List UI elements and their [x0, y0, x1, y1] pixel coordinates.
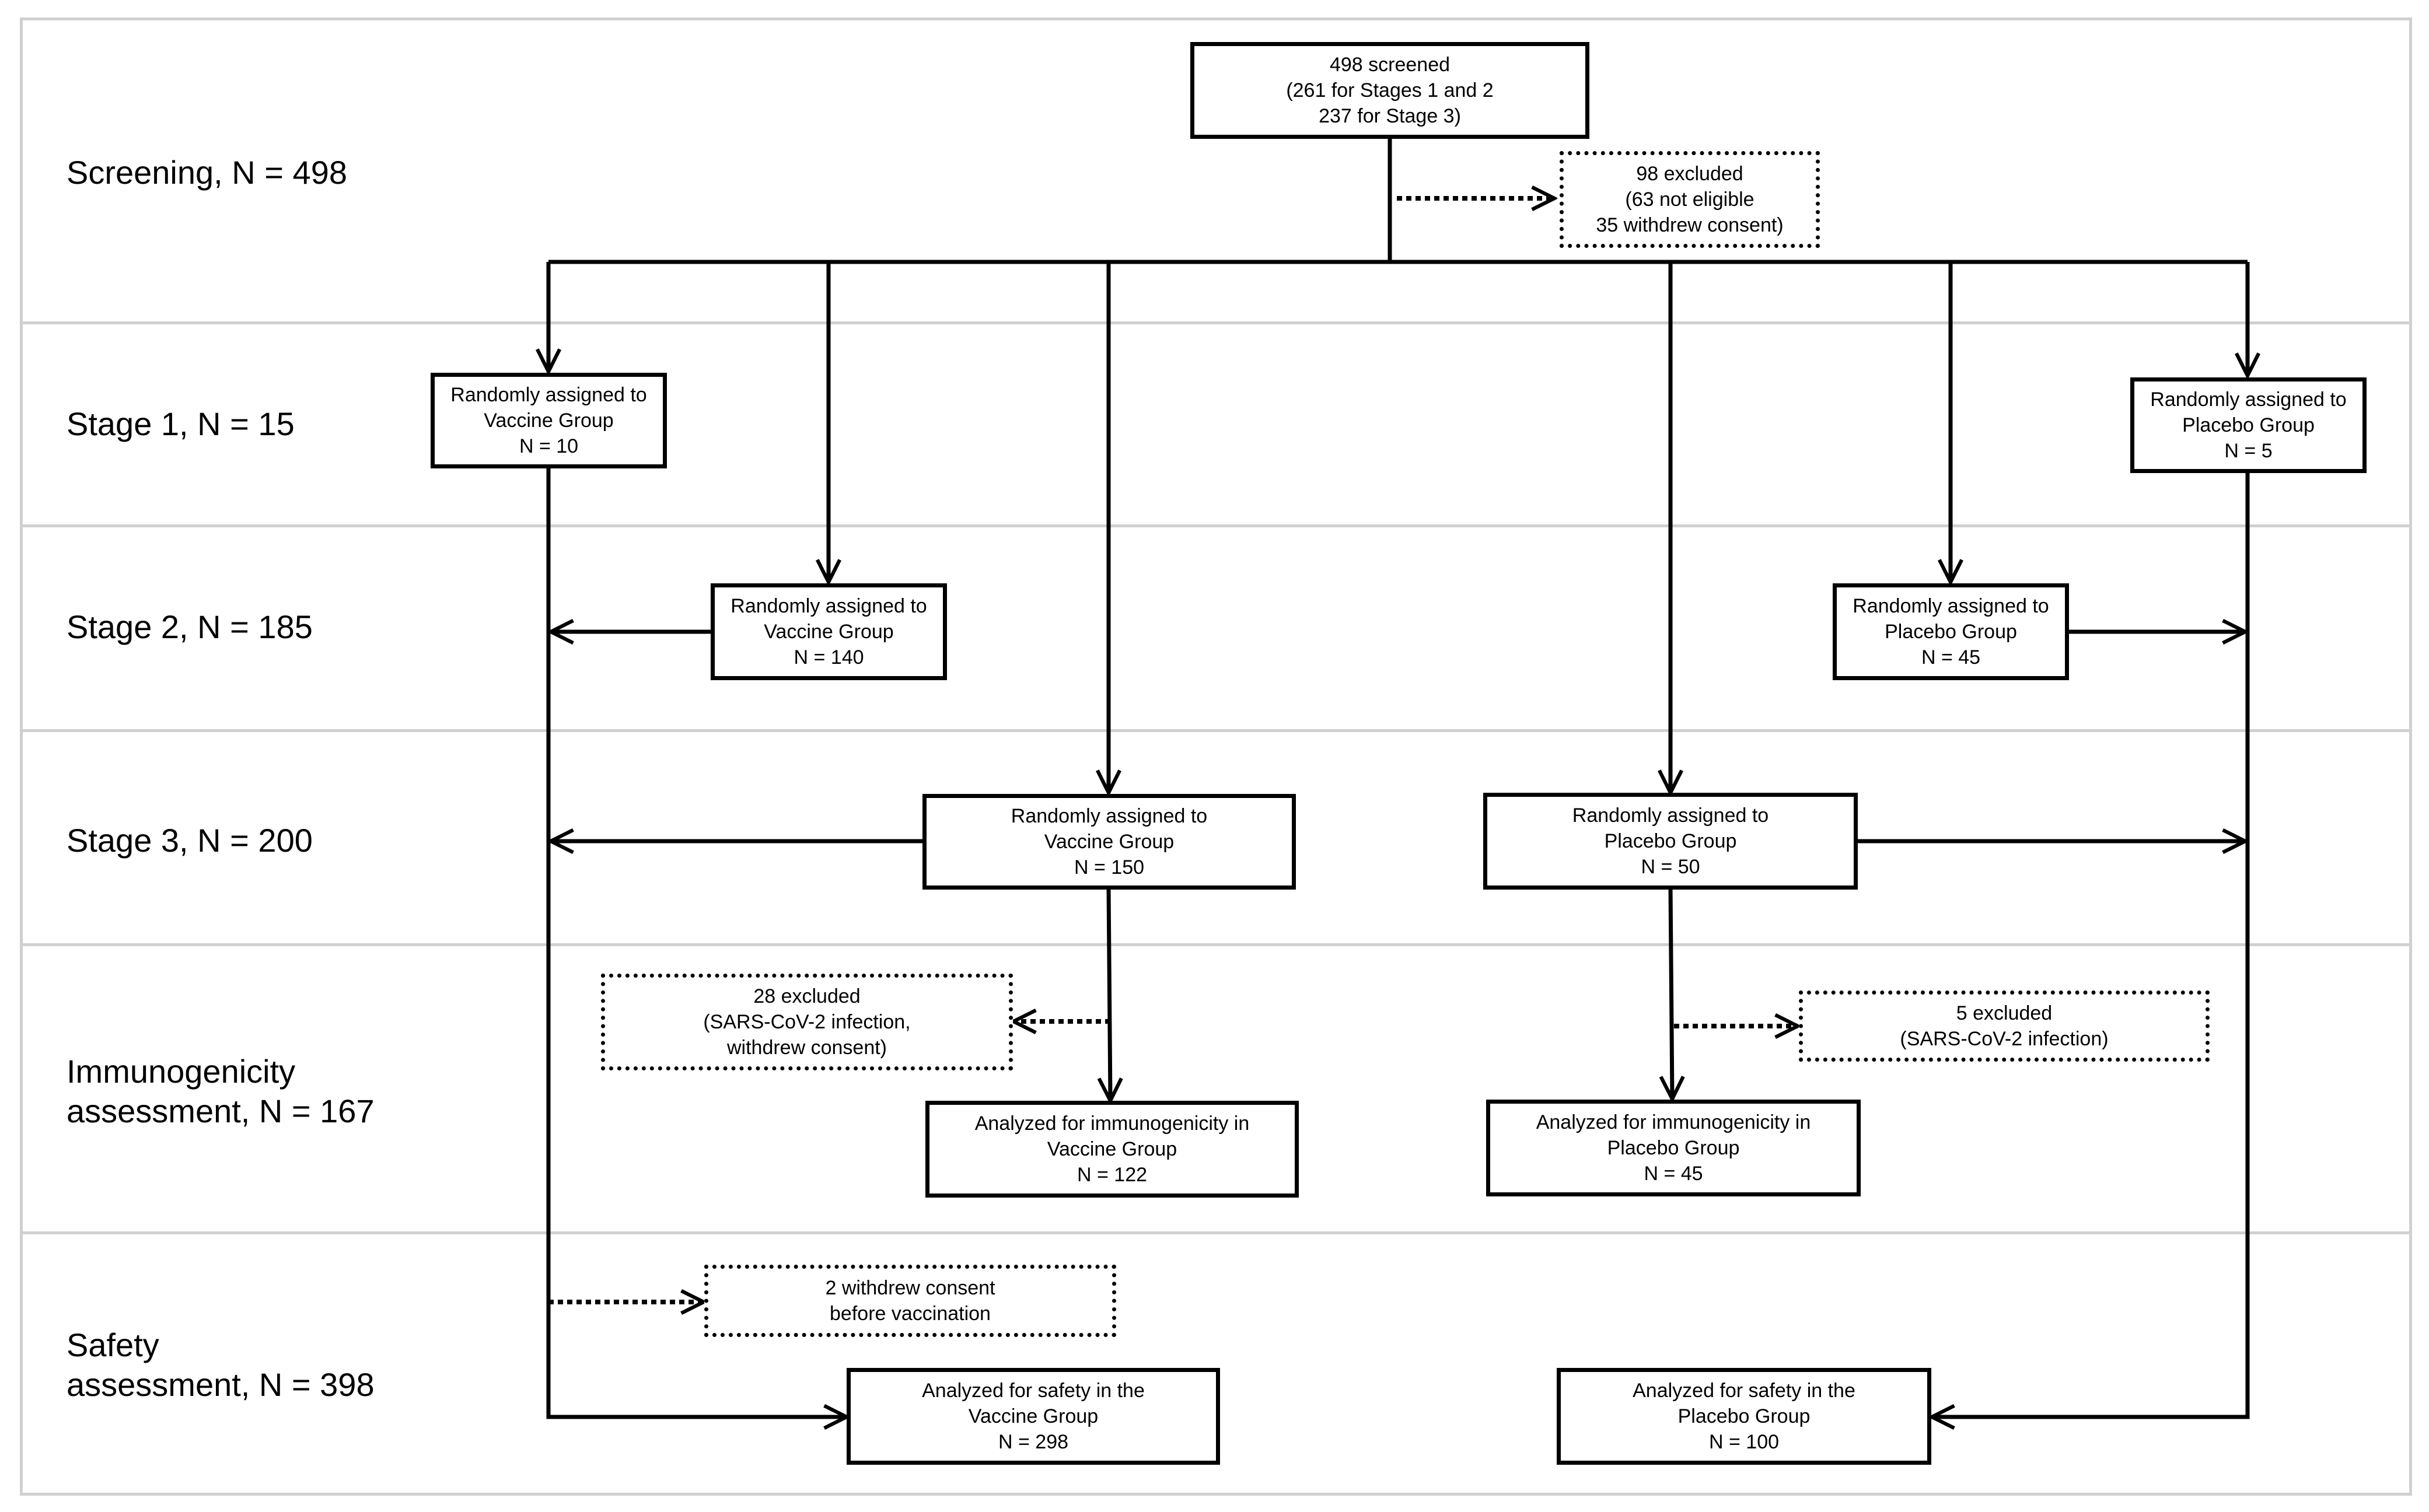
box-line: N = 5 [2224, 440, 2273, 462]
box-line: N = 45 [1644, 1163, 1703, 1185]
box-withdrew-before-vaccination: 2 withdrew consent before vaccination [704, 1265, 1116, 1337]
row-divider [20, 321, 2412, 324]
box-line: 5 excluded [1956, 1002, 2053, 1024]
box-line: Placebo Group [1885, 621, 2017, 643]
connector-placebo-spine [1932, 472, 2250, 1417]
box-line: Placebo Group [2182, 414, 2315, 436]
box-line: before vaccination [830, 1303, 991, 1325]
box-excluded-vaccine-immuno: 28 excluded (SARS-CoV-2 infection, withd… [601, 974, 1013, 1070]
box-line: 498 screened [1329, 54, 1451, 76]
box-line: Analyzed for immunogenicity in [1536, 1111, 1811, 1133]
box-s1-vaccine: Randomly assigned to Vaccine Group N = 1… [431, 373, 667, 468]
box-immuno-placebo: Analyzed for immunogenicity in Placebo G… [1486, 1100, 1861, 1196]
box-line: 35 withdrew consent) [1596, 214, 1784, 236]
box-line: (63 not eligible [1625, 188, 1755, 211]
box-line: Analyzed for safety in the [922, 1380, 1145, 1402]
stage-label-line: Stage 2, N = 185 [67, 608, 313, 645]
box-line: N = 45 [1921, 646, 1981, 668]
box-line: 2 withdrew consent [825, 1277, 995, 1299]
box-line: (SARS-CoV-2 infection) [1900, 1028, 2109, 1050]
box-line: (261 for Stages 1 and 2 [1286, 79, 1494, 102]
box-line: Vaccine Group [1047, 1138, 1177, 1160]
box-line: Placebo Group [1604, 830, 1737, 852]
box-line: 237 for Stage 3) [1319, 105, 1461, 127]
box-line: N = 10 [519, 435, 579, 457]
connector-vaccine-spine [546, 468, 847, 1417]
box-line: withdrew consent) [726, 1037, 887, 1059]
box-line: Analyzed for safety in the [1633, 1380, 1855, 1402]
stage-label-screening: Screening, N = 498 [67, 153, 347, 192]
stage-label-stage1: Stage 1, N = 15 [67, 404, 295, 444]
box-line: Placebo Group [1677, 1405, 1811, 1427]
box-line: N = 140 [794, 646, 864, 668]
row-divider [20, 1231, 2412, 1234]
stage-label-stage3: Stage 3, N = 200 [67, 821, 313, 860]
row-divider [20, 729, 2412, 732]
box-s1-placebo: Randomly assigned to Placebo Group N = 5 [2130, 377, 2367, 473]
box-line: Analyzed for immunogenicity in [974, 1112, 1250, 1135]
box-s2-placebo: Randomly assigned to Placebo Group N = 4… [1833, 583, 2069, 680]
box-line: Placebo Group [1607, 1137, 1740, 1159]
box-line: Randomly assigned to [1572, 804, 1769, 827]
arrow-s3-placebo-to-immuno [1670, 887, 1672, 1099]
box-excluded-screening: 98 excluded (63 not eligible 35 withdrew… [1560, 151, 1820, 248]
box-immuno-vaccine: Analyzed for immunogenicity in Vaccine G… [925, 1101, 1299, 1198]
box-line: N = 298 [998, 1431, 1069, 1453]
box-line: Randomly assigned to [1011, 805, 1208, 827]
box-line: Vaccine Group [484, 410, 614, 432]
box-line: Randomly assigned to [1853, 595, 2049, 617]
box-line: Randomly assigned to [450, 384, 647, 406]
box-line: Vaccine Group [764, 621, 894, 643]
box-excluded-placebo-immuno: 5 excluded (SARS-CoV-2 infection) [1799, 991, 2210, 1062]
box-screened: 498 screened (261 for Stages 1 and 2 237… [1190, 42, 1589, 139]
arrow-s3-vaccine-to-immuno [1109, 887, 1110, 1101]
box-line: Vaccine Group [1044, 831, 1175, 853]
box-s3-placebo: Randomly assigned to Placebo Group N = 5… [1483, 793, 1858, 890]
stage-label-line: Immunogenicity [67, 1053, 296, 1090]
box-line: 98 excluded [1636, 163, 1743, 185]
stage-label-immunogenicity: Immunogenicity assessment, N = 167 [67, 1052, 375, 1131]
stage-label-stage2: Stage 2, N = 185 [67, 607, 313, 647]
stage-label-line: Safety [67, 1326, 159, 1363]
box-line: Vaccine Group [968, 1405, 1099, 1427]
box-s2-vaccine: Randomly assigned to Vaccine Group N = 1… [711, 583, 947, 680]
row-divider [20, 943, 2412, 946]
box-safety-vaccine: Analyzed for safety in the Vaccine Group… [847, 1368, 1220, 1465]
stage-label-safety: Safety assessment, N = 398 [67, 1325, 375, 1405]
box-line: (SARS-CoV-2 infection, [703, 1011, 911, 1033]
box-line: N = 100 [1708, 1431, 1780, 1453]
box-s3-vaccine: Randomly assigned to Vaccine Group N = 1… [922, 794, 1296, 890]
box-line: Randomly assigned to [731, 595, 927, 617]
box-line: N = 50 [1641, 856, 1700, 878]
stage-label-line: Screening, N = 498 [67, 154, 347, 191]
stage-label-line: Stage 1, N = 15 [67, 405, 295, 442]
box-line: 28 excluded [753, 985, 861, 1007]
row-divider [20, 524, 2412, 527]
diagram-frame [20, 18, 2412, 1496]
box-line: N = 150 [1074, 856, 1145, 878]
stage-label-line: Stage 3, N = 200 [67, 822, 313, 859]
box-line: N = 122 [1077, 1164, 1148, 1186]
stage-label-line: assessment, N = 398 [67, 1366, 375, 1403]
box-safety-placebo: Analyzed for safety in the Placebo Group… [1557, 1368, 1931, 1465]
stage-label-line: assessment, N = 167 [67, 1093, 375, 1129]
box-line: Randomly assigned to [2150, 388, 2347, 411]
